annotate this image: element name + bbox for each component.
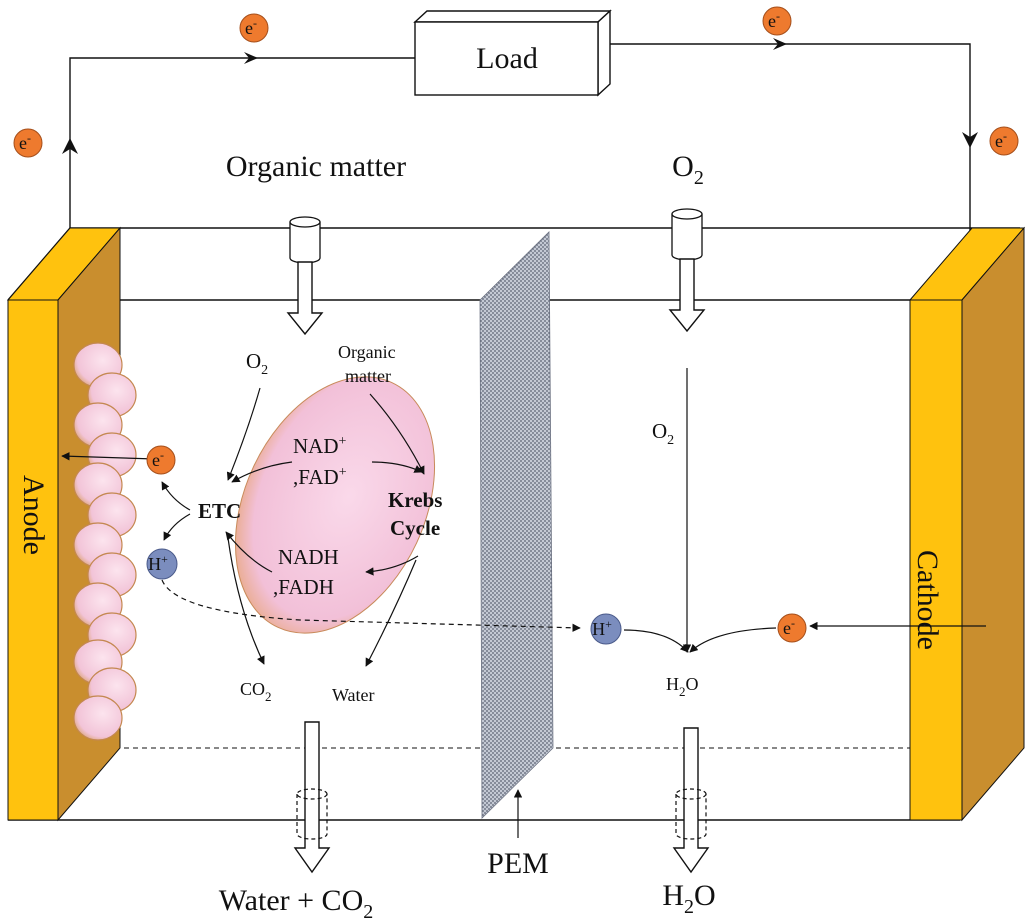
pem-membrane xyxy=(479,231,554,819)
circuit-wire xyxy=(69,57,415,262)
nad-label: NAD+ xyxy=(293,434,347,458)
cathode-reaction-arrows xyxy=(623,621,986,653)
cathode-h2o-label: H2O xyxy=(666,674,699,699)
metabolism-arrows xyxy=(61,387,425,667)
svg-text:e-: e- xyxy=(152,448,164,470)
electron-token: e- xyxy=(146,445,176,475)
svg-text:H+: H+ xyxy=(592,617,612,639)
svg-text:H+: H+ xyxy=(148,552,168,574)
cathode-label: Cathode xyxy=(911,550,944,650)
cell-co2-label: CO2 xyxy=(240,679,272,704)
cell-water-label: Water xyxy=(332,685,375,705)
chevron-right-icon xyxy=(773,38,787,50)
load-box: Load xyxy=(413,9,612,97)
external-circuit xyxy=(62,38,978,262)
chevron-up-icon xyxy=(62,138,78,154)
cell-o2-label: O2 xyxy=(246,349,268,378)
proton-migration-arrow xyxy=(161,579,581,632)
cathode-electrode: Cathode xyxy=(908,226,1026,822)
organic-inlet-pipe xyxy=(286,216,324,336)
cathode-outlet-pipe xyxy=(672,727,710,874)
oxygen-inlet-pipe xyxy=(668,208,706,333)
electron-token: e- xyxy=(762,6,792,36)
svg-text:e-: e- xyxy=(19,131,31,153)
proton-token: H+ xyxy=(146,548,178,580)
bacteria-biofilm xyxy=(73,342,137,741)
chevron-down-icon xyxy=(962,132,978,148)
water-co2-output-label: Water + CO2 xyxy=(219,884,373,919)
hollow-down-arrow-icon xyxy=(668,258,706,333)
organic-matter-input-label: Organic matter xyxy=(226,150,406,183)
electron-token: e- xyxy=(989,126,1019,156)
fadh-label: ,FADH xyxy=(273,575,334,599)
proton-token: H+ xyxy=(590,613,622,645)
fad-label: ,FAD+ xyxy=(293,465,347,489)
svg-text:e-: e- xyxy=(783,616,795,638)
electron-token: e- xyxy=(239,13,269,43)
anode-outlet-pipe xyxy=(293,721,331,874)
electron-token: e- xyxy=(13,128,43,158)
chevron-right-icon xyxy=(244,52,258,64)
oxygen-input-label: O2 xyxy=(672,150,704,189)
pem-label: PEM xyxy=(487,847,549,880)
svg-text:e-: e- xyxy=(245,16,257,38)
etc-label: ETC xyxy=(198,499,241,523)
h2o-output-label: H2O xyxy=(662,879,715,918)
nadh-label: NADH xyxy=(278,545,339,569)
circuit-wire xyxy=(600,43,971,240)
anode-label: Anode xyxy=(17,475,50,555)
hollow-down-arrow-icon xyxy=(286,261,324,336)
svg-text:e-: e- xyxy=(768,9,780,31)
cathode-o2-label: O2 xyxy=(652,419,674,448)
electron-token: e- xyxy=(777,613,807,643)
svg-text:e-: e- xyxy=(995,129,1007,151)
load-label: Load xyxy=(476,42,538,75)
